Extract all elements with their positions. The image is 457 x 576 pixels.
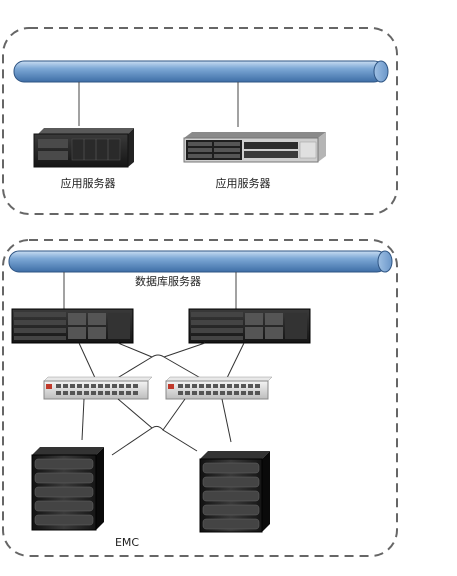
app-server-2-label: 应用服务器 xyxy=(216,176,271,190)
server-switch-links xyxy=(78,342,245,381)
app-server-1-label: 应用服务器 xyxy=(61,176,116,190)
fc-switch-1-icon xyxy=(43,376,153,400)
emc-storage-1-icon xyxy=(31,447,104,531)
db-server-label: 数据库服务器 xyxy=(135,274,201,288)
db-server-2-icon xyxy=(188,308,311,344)
emc-storage-2-icon xyxy=(199,451,270,533)
top-network-bus xyxy=(13,60,389,83)
app-server-2-icon xyxy=(183,132,326,163)
emc-label: EMC xyxy=(115,536,139,549)
db-server-1-icon xyxy=(11,308,134,344)
bottom-network-bus xyxy=(8,250,393,273)
switch-storage-links xyxy=(81,398,232,456)
app-server-1-icon xyxy=(33,128,134,168)
fc-switch-2-icon xyxy=(165,376,273,400)
